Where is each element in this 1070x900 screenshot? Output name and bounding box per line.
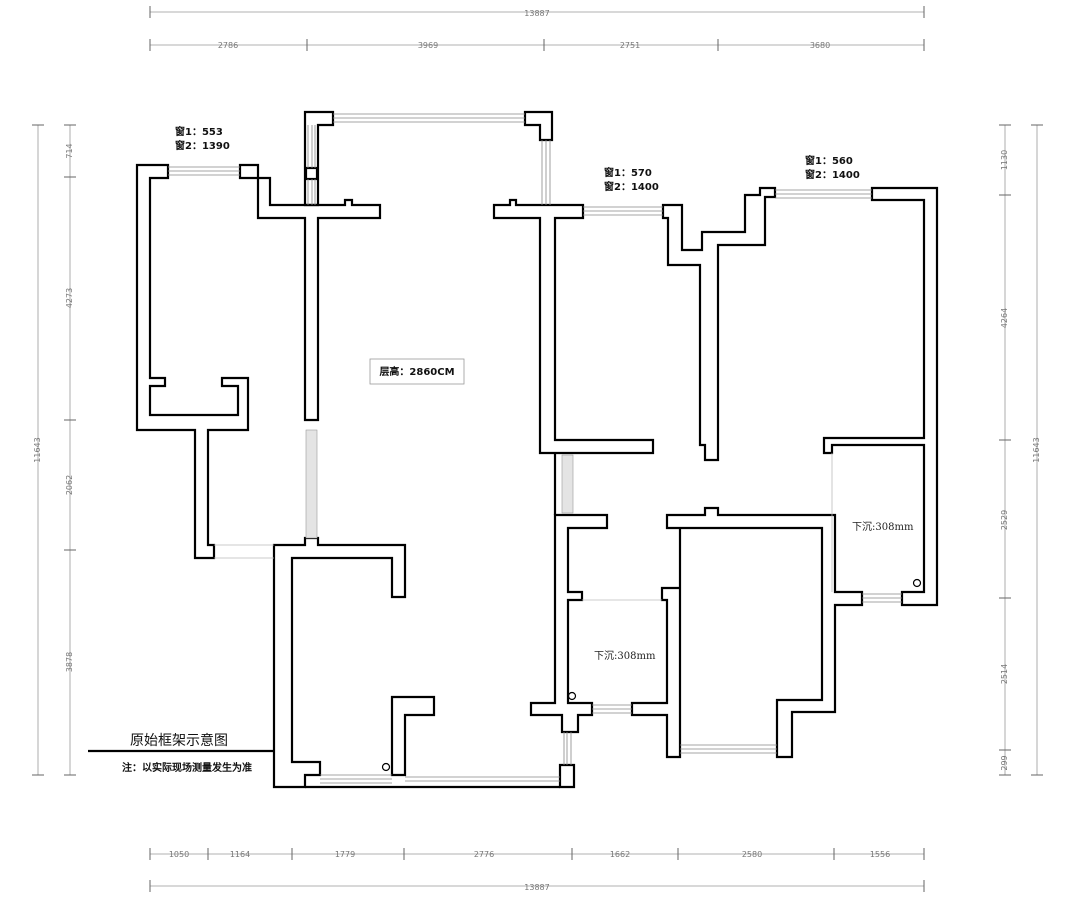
drain-icon [567, 691, 577, 701]
drawing-title: 原始框架示意图 [130, 732, 228, 749]
drain-icon [381, 762, 391, 772]
bottom-seg-4: 2776 [474, 850, 494, 859]
ceiling-height-box: 层高：2860CM [369, 358, 465, 385]
window-label-right-1: 窗1：560 [805, 154, 853, 167]
right-seg-5: 299 [1000, 755, 1009, 770]
right-seg-4: 2514 [1000, 664, 1009, 684]
drawing-title-block: 原始框架示意图 注：以实际现场测量发生为准 [88, 732, 274, 774]
right-seg-3: 2529 [1000, 510, 1009, 530]
right-seg-1: 1130 [1000, 150, 1009, 170]
bottom-seg-7: 1556 [870, 850, 890, 859]
top-seg-1: 2786 [218, 41, 238, 50]
windows [168, 113, 902, 784]
left-seg-4: 3878 [65, 652, 74, 672]
structural-columns [305, 429, 574, 539]
thin-lines [214, 453, 833, 601]
top-seg-4: 3680 [810, 41, 830, 50]
top-total-dim: 13887 [524, 9, 549, 18]
left-seg-2: 4273 [65, 288, 74, 308]
top-dimensions: 13887 2786 3969 2751 3680 [149, 6, 925, 51]
ceiling-height-label: 层高：2860CM [379, 365, 454, 378]
walls [135, 110, 939, 789]
drain-icon [912, 578, 922, 588]
bottom-seg-1: 1050 [169, 850, 189, 859]
bottom-seg-2: 1164 [230, 850, 250, 859]
window-label-left-2: 窗2：1390 [175, 139, 230, 152]
bottom-seg-3: 1779 [335, 850, 355, 859]
left-total-dim: 11643 [33, 437, 42, 462]
bottom-seg-6: 2580 [742, 850, 762, 859]
bottom-total-dim: 13887 [524, 883, 549, 892]
right-dimensions: 1130 4264 2529 2514 299 11643 [999, 124, 1043, 776]
window-label-mid-1: 窗1：570 [604, 166, 652, 179]
window-label-left-1: 窗1：553 [175, 125, 223, 138]
bottom-seg-5: 1662 [610, 850, 630, 859]
window-label-right-2: 窗2：1400 [805, 168, 860, 181]
drain-icons [381, 578, 922, 772]
left-dimensions: 11643 714 4273 2062 3878 [32, 124, 76, 776]
drawing-note: 注：以实际现场测量发生为准 [122, 761, 252, 774]
top-seg-3: 2751 [620, 41, 640, 50]
left-seg-1: 714 [65, 143, 74, 158]
top-seg-2: 3969 [418, 41, 438, 50]
bottom-dimensions: 1050 1164 1779 2776 1662 2580 1556 13887 [149, 848, 925, 892]
window-label-mid-2: 窗2：1400 [604, 180, 659, 193]
right-seg-2: 4264 [1000, 308, 1009, 328]
left-seg-3: 2062 [65, 475, 74, 495]
right-total-dim: 11643 [1032, 437, 1041, 462]
window-labels: 窗1：553 窗2：1390 窗1：570 窗2：1400 窗1：560 窗2：… [175, 125, 860, 193]
sunken-label-center: 下沉:308mm [594, 649, 656, 662]
sunken-label-right: 下沉:308mm [852, 520, 914, 533]
